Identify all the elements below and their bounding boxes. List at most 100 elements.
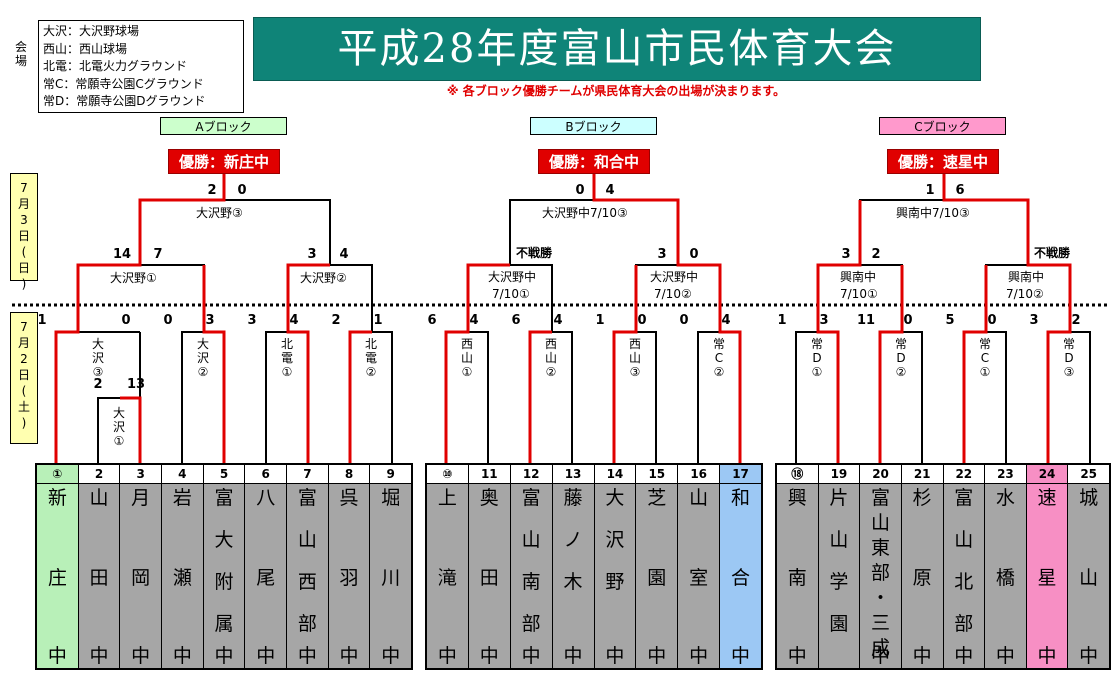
first-round-score-right: 0	[637, 313, 647, 328]
block-c-label: Cブロック	[879, 117, 1006, 135]
team-number: 21	[901, 465, 943, 484]
semi-venue: 大沢野②	[300, 271, 347, 285]
team-name: 興南中	[787, 487, 807, 667]
champion-b: 優勝：和合中	[538, 149, 650, 174]
team-name: 藤ノ木中	[563, 487, 583, 667]
semi-venue: 興南中	[840, 270, 877, 284]
final-a-score-left: 2	[207, 183, 217, 198]
team-name: 富山東部・三成中	[871, 487, 891, 667]
semi-venue-date: 7/10②	[1006, 287, 1044, 301]
team-number: 23	[985, 465, 1026, 484]
final-b-score-right: 4	[605, 183, 615, 198]
team-name: 芝園中	[647, 487, 667, 667]
team-column: 8 呉羽中	[328, 465, 371, 668]
team-name: 呉羽中	[339, 487, 359, 667]
semi-venue: 興南中	[1008, 270, 1045, 284]
playin-score-right: 13	[126, 377, 146, 392]
team-number: 15	[636, 465, 678, 484]
qualification-note: ※ 各ブロック優勝チームが県民体育大会の出場が決まります。	[446, 84, 786, 98]
venue-legend: 大沢：大沢野球場 西山：西山球場 北電：北電火力グラウンド 常C：常願寺公園Cグ…	[38, 20, 244, 113]
final-c-venue: 興南中7/10③	[896, 206, 970, 220]
venue-line: 常C：常願寺公園Cグラウンド	[43, 76, 204, 91]
team-name: 新庄中	[47, 487, 67, 667]
first-round-score-left: 1	[595, 313, 605, 328]
first-round-score-right: 4	[553, 313, 563, 328]
team-number: 14	[594, 465, 636, 484]
first-round-score-left: 3	[1029, 313, 1039, 328]
first-round-score-left: 6	[511, 313, 521, 328]
team-number: 17	[720, 465, 761, 484]
semi-score-left: 3	[841, 247, 851, 262]
semi-venue-date: 7/10①	[492, 287, 530, 301]
semi-score-right: 0	[689, 247, 699, 262]
team-number: 24	[1026, 465, 1068, 484]
team-column: 19 片山学園	[818, 465, 861, 668]
team-name: 和合中	[731, 487, 751, 667]
venue-line: 西山：西山球場	[43, 41, 128, 56]
semi-venue: 大沢野①	[110, 271, 157, 285]
semi-venue: 大沢野中	[650, 270, 699, 284]
team-number: 13	[552, 465, 594, 484]
team-name: 富山南部中	[521, 487, 541, 667]
first-round-score-left: 3	[247, 313, 257, 328]
team-name: 速星中	[1037, 487, 1057, 667]
champion-c: 優勝：速星中	[887, 149, 999, 174]
first-round-score-right: 4	[721, 313, 731, 328]
team-number: 19	[818, 465, 860, 484]
page-title: 平成28年度富山市民体育大会	[253, 17, 981, 81]
team-number: ⑩	[427, 465, 468, 484]
semi-score-left: 3	[307, 247, 317, 262]
semi-venue-date: 7/10②	[654, 287, 692, 301]
team-number: 8	[328, 465, 370, 484]
first-round-score-left: 0	[163, 313, 173, 328]
first-round-score-left: 11	[856, 313, 876, 328]
venue-line: 北電：北電火力グラウンド	[43, 59, 188, 74]
team-number: 6	[245, 465, 287, 484]
venue-line: 常D：常願寺公園Dグラウンド	[43, 94, 206, 109]
final-b-venue: 大沢野中7/10③	[542, 206, 628, 220]
team-number: 11	[468, 465, 510, 484]
team-name: 富大附属中	[214, 487, 234, 667]
first-round-score-left: 5	[945, 313, 955, 328]
first-round-score-right: 3	[205, 313, 215, 328]
semi-score-right: 4	[339, 247, 349, 262]
team-name: 月岡中	[131, 487, 151, 667]
block-a-label: Aブロック	[160, 117, 287, 135]
team-name: 山田中	[89, 487, 109, 667]
first-round-score-right: 0	[903, 313, 913, 328]
team-name: 片山学園	[829, 487, 849, 635]
first-round-score-right: 1	[373, 313, 383, 328]
team-number: 25	[1068, 465, 1109, 484]
first-round-score-left: 0	[679, 313, 689, 328]
team-number: 4	[162, 465, 203, 484]
team-column: 15 芝園中	[636, 465, 679, 668]
semi-score-right: 2	[871, 247, 881, 262]
first-round-score-right: 4	[469, 313, 479, 328]
team-number: 16	[678, 465, 720, 484]
final-c-score-left: 1	[925, 183, 935, 198]
block-b-label: Bブロック	[530, 117, 657, 135]
